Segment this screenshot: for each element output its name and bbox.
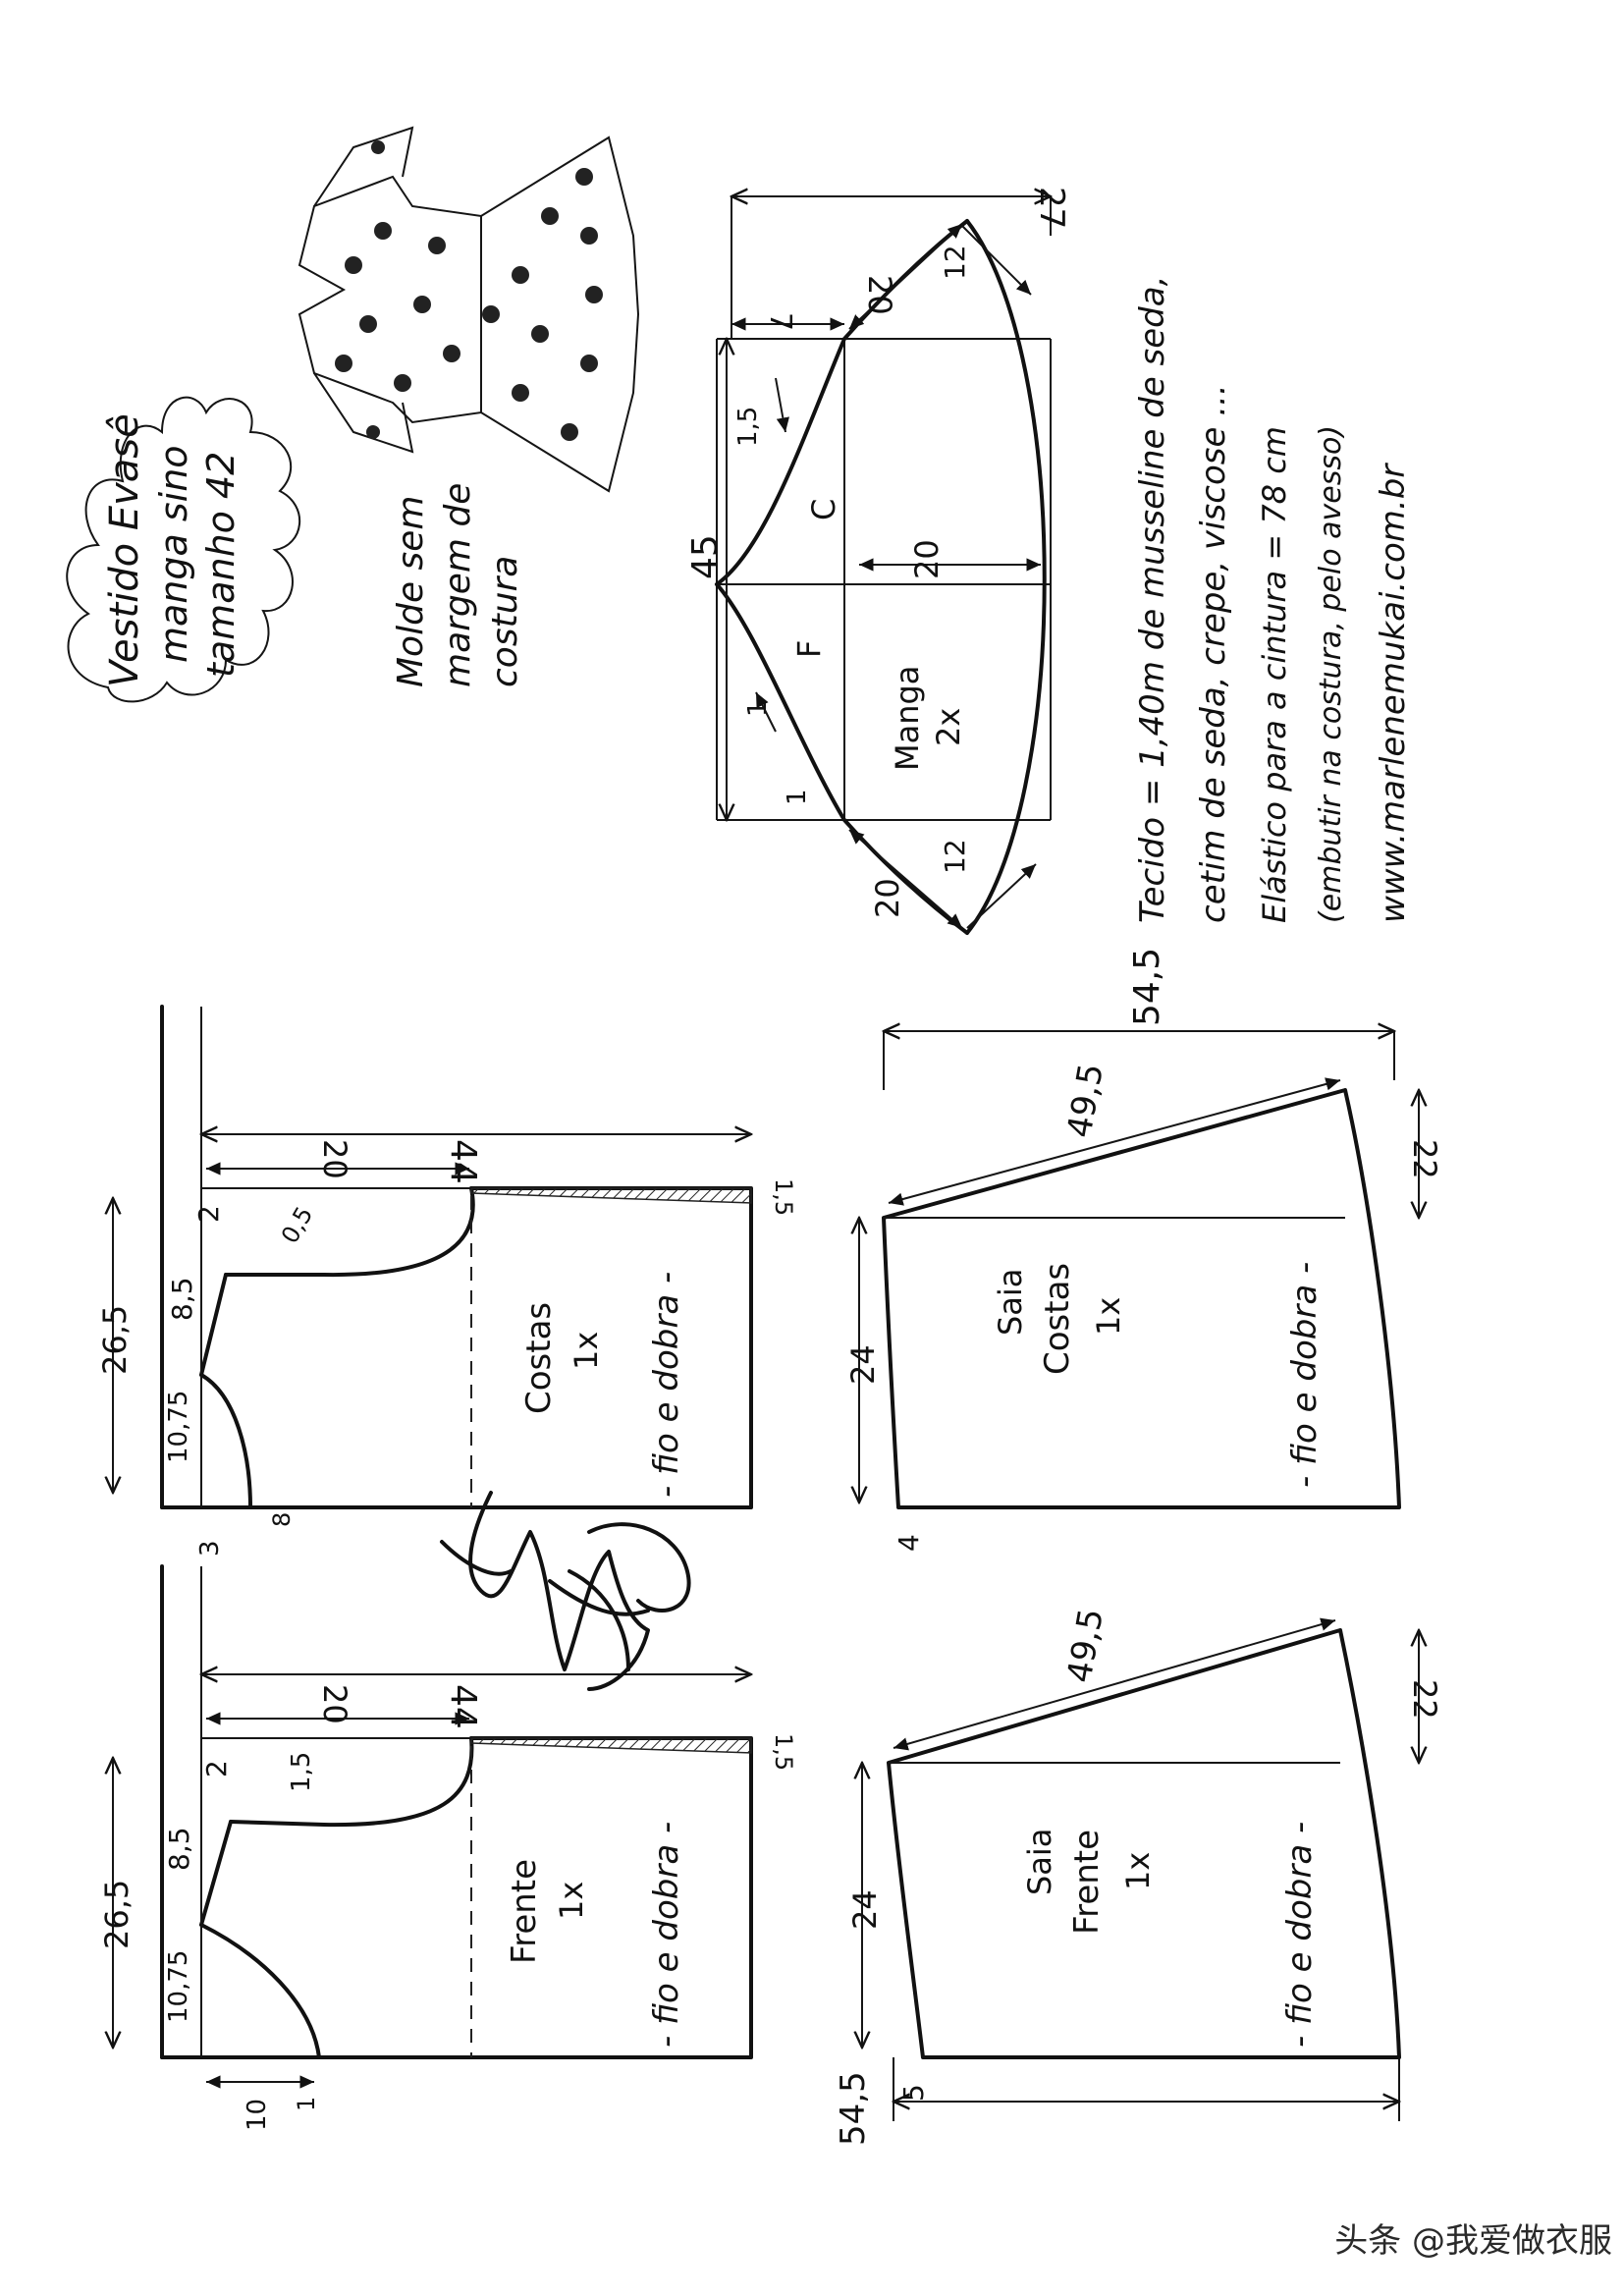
sleeve-mark-f: F — [790, 640, 828, 658]
skirt-front-dim-5: 5 — [897, 2084, 930, 2102]
front-dim-10: 10 — [243, 2099, 272, 2131]
title-line-2: manga sino — [152, 445, 195, 663]
sleeve-dim-1-lower: 1 — [783, 789, 812, 805]
back-name: Costas — [519, 1302, 559, 1414]
sleeve-dim-7: 7 — [763, 312, 797, 331]
fabric-line-5: www.marlenemukai.com.br — [1374, 463, 1413, 923]
note-line-2: margem de — [438, 483, 478, 687]
title-line-3: tamanho 42 — [199, 452, 243, 678]
back-dim-0-5: 0,5 — [276, 1202, 318, 1248]
back-dim-2: 2 — [192, 1205, 225, 1223]
title-line-1: Vestido Evasê — [102, 413, 147, 687]
skirt-front-count: 1x — [1119, 1852, 1157, 1890]
skirt-front-dim-22: 22 — [1406, 1679, 1443, 1720]
fabric-line-4: (embutir na costura, pelo avesso) — [1314, 425, 1348, 923]
front-dim-1: 1 — [293, 2097, 320, 2111]
front-dim-44: 44 — [443, 1684, 483, 1729]
sleeve-dim-12-bottom: 12 — [939, 839, 971, 874]
sleeve-name: Manga — [889, 666, 926, 771]
skirt-back-grain-label: - fio e dobra - — [1285, 1262, 1325, 1488]
note-line-3: costura — [485, 556, 525, 687]
front-dim-8-5: 8,5 — [163, 1827, 195, 1871]
skirt-back-name-2: Costas — [1038, 1263, 1077, 1375]
front-count: 1x — [553, 1882, 590, 1920]
front-dim-26-5: 26,5 — [98, 1880, 135, 1949]
back-dim-10-75: 10,75 — [164, 1391, 193, 1463]
sleeve-count: 2x — [930, 708, 967, 746]
front-dim-2: 2 — [200, 1760, 233, 1777]
skirt-back-dim-24: 24 — [844, 1344, 882, 1385]
skirt-front-pattern: 54,5 49,5 22 24 5 - fio e dobra - Saia F… — [834, 1606, 1443, 2146]
front-grain-label: - fio e dobra - — [647, 1822, 686, 2048]
sleeve-dim-12-top: 12 — [939, 245, 971, 280]
sleeve-dim-27: 27 — [1032, 187, 1071, 229]
fabric-notes: Tecido = 1,40m de musseline de seda, cet… — [1133, 276, 1413, 923]
fabric-line-3: Elástico para a cintura = 78 cm — [1256, 426, 1293, 923]
back-count: 1x — [568, 1332, 605, 1370]
skirt-back-name: Saia — [992, 1269, 1029, 1336]
signature — [440, 1491, 691, 1691]
front-bodice-pattern: 44 20 1,5 1,5 2 26,5 8,5 10,75 10 1 - fi… — [98, 1564, 797, 2131]
skirt-back-dim-49-5: 49,5 — [1059, 1061, 1111, 1140]
sleeve-dim-1-5: 1,5 — [733, 407, 763, 447]
skirt-back-pattern: 54,5 49,5 22 24 4 - fio e dobra - Saia C… — [844, 948, 1443, 1552]
dress-illustration — [298, 126, 640, 493]
sleeve-pattern: 45 27 20 7 12 20 12 20 1,5 1 1 C F Manga… — [685, 187, 1071, 935]
front-dim-1-5-shoulder: 1,5 — [770, 1733, 797, 1771]
back-dim-3: 3 — [195, 1540, 225, 1557]
skirt-front-name: Saia — [1021, 1829, 1058, 1895]
sleeve-dim-45: 45 — [685, 534, 726, 579]
skirt-front-dim-24: 24 — [846, 1889, 884, 1930]
fabric-line-2: cetim de seda, crepe, viscose ... — [1194, 384, 1233, 923]
back-dim-44: 44 — [443, 1139, 483, 1184]
back-dim-26-5: 26,5 — [96, 1305, 134, 1375]
skirt-front-dim-54-5: 54,5 — [834, 2071, 873, 2146]
back-grain-label: - fio e dobra - — [647, 1272, 686, 1498]
back-dim-20: 20 — [316, 1139, 353, 1179]
sleeve-mark-c: C — [805, 499, 842, 520]
skirt-front-dim-49-5: 49,5 — [1059, 1606, 1111, 1685]
skirt-back-dim-22: 22 — [1406, 1139, 1443, 1179]
front-dim-10-75: 10,75 — [164, 1950, 193, 2023]
skirt-back-dim-54-5: 54,5 — [1127, 948, 1167, 1026]
skirt-front-name-2: Frente — [1067, 1830, 1107, 1935]
back-dim-1-5: 1,5 — [770, 1178, 797, 1216]
sleeve-dim-20-middle: 20 — [908, 539, 946, 579]
back-dim-8-5: 8,5 — [166, 1277, 198, 1321]
title-cloud: Vestido Evasê manga sino tamanho 42 Mold… — [66, 396, 525, 703]
sleeve-dim-20-top: 20 — [861, 275, 898, 315]
front-dim-1-5-neck: 1,5 — [287, 1752, 316, 1792]
sleeve-dim-20-bottom: 20 — [869, 878, 906, 918]
sleeve-dim-1-upper: 1 — [743, 700, 773, 717]
back-dim-8: 8 — [268, 1512, 296, 1527]
back-bodice-pattern: 44 20 1,5 2 0,5 26,5 8,5 10,75 3 8 - fio… — [96, 1005, 797, 1557]
skirt-back-dim-4: 4 — [893, 1534, 925, 1552]
fabric-line-1: Tecido = 1,40m de musseline de seda, — [1133, 276, 1172, 923]
watermark: 头条 @我爱做衣服 — [1334, 2220, 1612, 2261]
front-dim-20: 20 — [316, 1684, 353, 1724]
front-name: Frente — [505, 1859, 544, 1964]
note-line-1: Molde sem — [391, 495, 431, 687]
skirt-front-grain-label: - fio e dobra - — [1280, 1822, 1320, 2048]
skirt-back-count: 1x — [1090, 1297, 1127, 1336]
